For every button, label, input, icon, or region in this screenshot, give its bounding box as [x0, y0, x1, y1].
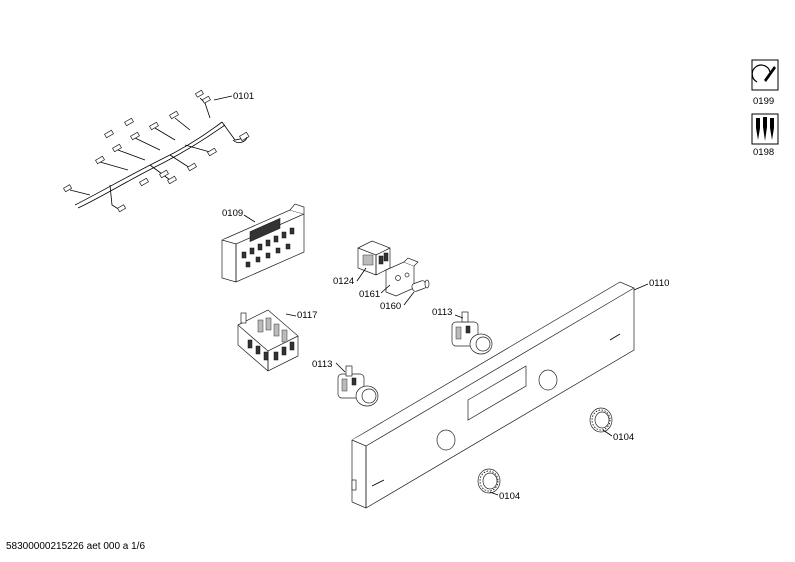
- leader-0113b: [335, 362, 346, 373]
- leader-0104b: [489, 491, 499, 496]
- ring-right-part[interactable]: [589, 407, 613, 433]
- callout-0113-lower[interactable]: 0113: [312, 359, 332, 370]
- leader-0113a: [454, 314, 464, 319]
- callout-0161[interactable]: 0161: [359, 289, 380, 300]
- callout-0101[interactable]: 0101: [233, 91, 254, 102]
- knob-upper-part[interactable]: [451, 311, 493, 355]
- callout-0198[interactable]: 0198: [753, 147, 774, 158]
- wrench-service-icon[interactable]: [751, 59, 779, 91]
- document-footer: 58300000215226 aet 000 a 1/6: [6, 541, 146, 552]
- leader-0160: [403, 291, 415, 306]
- callout-0160[interactable]: 0160: [380, 301, 401, 312]
- leader-0109: [243, 214, 256, 223]
- control-module-part[interactable]: [221, 203, 305, 283]
- callout-0113-upper[interactable]: 0113: [432, 307, 452, 318]
- callout-0104-left[interactable]: 0104: [499, 491, 520, 502]
- callout-0104-right[interactable]: 0104: [613, 432, 634, 443]
- leader-0117: [285, 313, 297, 317]
- leader-0104a: [602, 429, 613, 437]
- pin-part[interactable]: [411, 279, 430, 292]
- callout-0110[interactable]: 0110: [649, 278, 669, 289]
- screwdriver-tools-icon[interactable]: [751, 113, 779, 145]
- callout-0199[interactable]: 0199: [753, 96, 774, 107]
- socket-part[interactable]: [357, 240, 391, 276]
- leader-0110: [633, 283, 649, 291]
- wiring-harness-part[interactable]: [63, 89, 250, 213]
- callout-0124[interactable]: 0124: [333, 276, 354, 287]
- knob-lower-part[interactable]: [337, 365, 379, 407]
- callout-0109[interactable]: 0109: [222, 208, 243, 219]
- control-panel-part[interactable]: [351, 281, 635, 509]
- leader-0101: [213, 95, 233, 101]
- leader-0161: [380, 284, 391, 294]
- switch-part[interactable]: [237, 309, 299, 372]
- ring-left-part[interactable]: [477, 468, 501, 494]
- callout-0117[interactable]: 0117: [297, 310, 317, 321]
- bracket-part[interactable]: [385, 257, 419, 297]
- leader-0124: [356, 267, 367, 282]
